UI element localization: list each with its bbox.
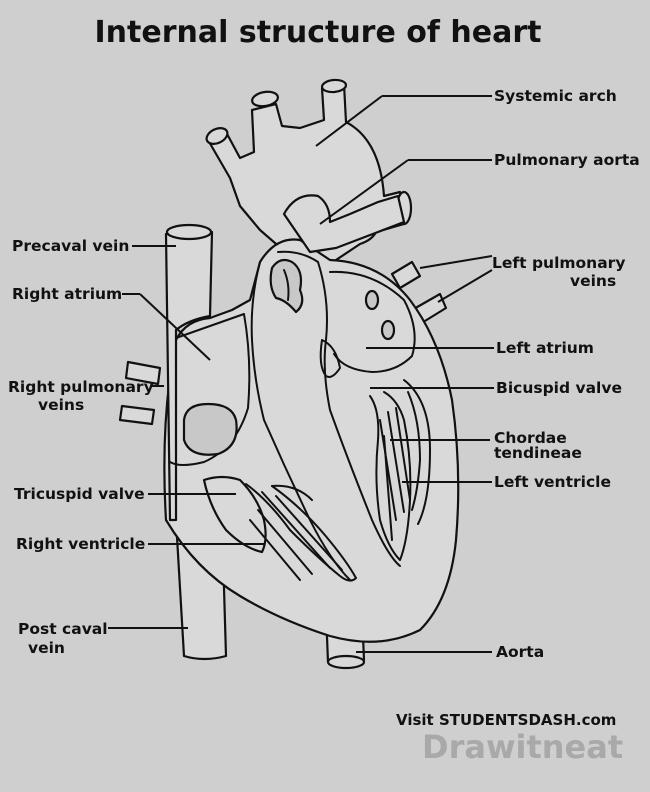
label-systemic-arch: Systemic arch [494,87,617,105]
chordae-2 [387,411,405,513]
label-right-ventricle: Right ventricle [16,535,145,553]
label-right-atrium: Right atrium [12,285,122,303]
right-chordae-2 [275,495,343,571]
precaval-vein-opening [165,223,213,241]
right-chordae-1 [261,491,331,569]
leader-right-atrium-diag [139,293,211,361]
left-atrium-wall [329,270,416,373]
leader-left-pulmonary-upper [419,255,493,269]
aorta-opening [326,654,366,670]
arch-branch-opening-3 [320,78,348,94]
page-title: Internal structure of heart [95,15,542,50]
label-post-caval-vein-1: Post caval [18,620,108,638]
left-pulmonary-vein-upper [390,260,422,290]
label-chordae-tendineae-1: Chordae [494,429,567,447]
pulmonary-opening-2 [380,319,396,341]
label-right-pulmonary-veins-2: veins [38,396,84,414]
heart-illustration [118,78,460,670]
leader-pulmonary-aorta-diag [319,159,409,225]
label-chordae-tendineae-2: tendineae [494,444,582,462]
pulmonary-opening-1 [364,289,380,311]
right-chordae-4 [249,519,301,581]
leader-left-pulmonary-lower [437,269,493,303]
leader-lines [108,95,494,653]
arch-branch-opening-1 [205,127,229,145]
right-pulmonary-vein-lower [118,404,156,426]
labels: Systemic arch Pulmonary aorta Left pulmo… [8,87,640,661]
label-left-pulmonary-veins-1: Left pulmonary [492,254,625,272]
left-papillary-inner [407,391,421,511]
right-atrium-wall [169,313,251,466]
chordae-1 [379,419,397,521]
arch-branch-opening-2 [251,90,279,108]
label-right-pulmonary-veins-1: Right pulmonary [8,378,154,396]
label-post-caval-vein-2: vein [28,639,65,657]
leader-systemic-arch-diag [315,95,383,147]
interventricular-septum [250,261,351,581]
chordae-4 [383,435,393,541]
label-aorta: Aorta [496,643,544,661]
label-left-atrium: Left atrium [496,339,594,357]
aortic-cusps [319,339,341,378]
pulmonary-aorta-shape [282,194,406,254]
right-chordae-3 [257,509,313,575]
right-pulmonary-vein-upper [124,360,162,386]
chordae-3 [395,407,411,501]
right-chordae-group [245,483,357,582]
bicuspid-valve-leaflets [369,391,412,561]
label-pulmonary-aorta: Pulmonary aorta [494,151,640,169]
septum-inner [277,250,401,567]
visit-link-text[interactable]: Visit STUDENTSDASH.com [396,711,616,729]
semilunar-cusps [269,258,304,314]
right-atrium-oval [182,402,238,456]
label-bicuspid-valve: Bicuspid valve [496,379,622,397]
label-tricuspid-valve: Tricuspid valve [14,485,145,503]
label-left-ventricle: Left ventricle [494,473,611,491]
label-left-pulmonary-veins-2: veins [570,272,616,290]
precaval-vein-shape [164,230,214,522]
watermark: Drawitneat [422,728,623,766]
semilunar-cusp-line [283,269,290,301]
left-papillary [403,379,431,525]
right-chordae-5 [271,484,313,501]
label-precaval-vein: Precaval vein [12,237,129,255]
